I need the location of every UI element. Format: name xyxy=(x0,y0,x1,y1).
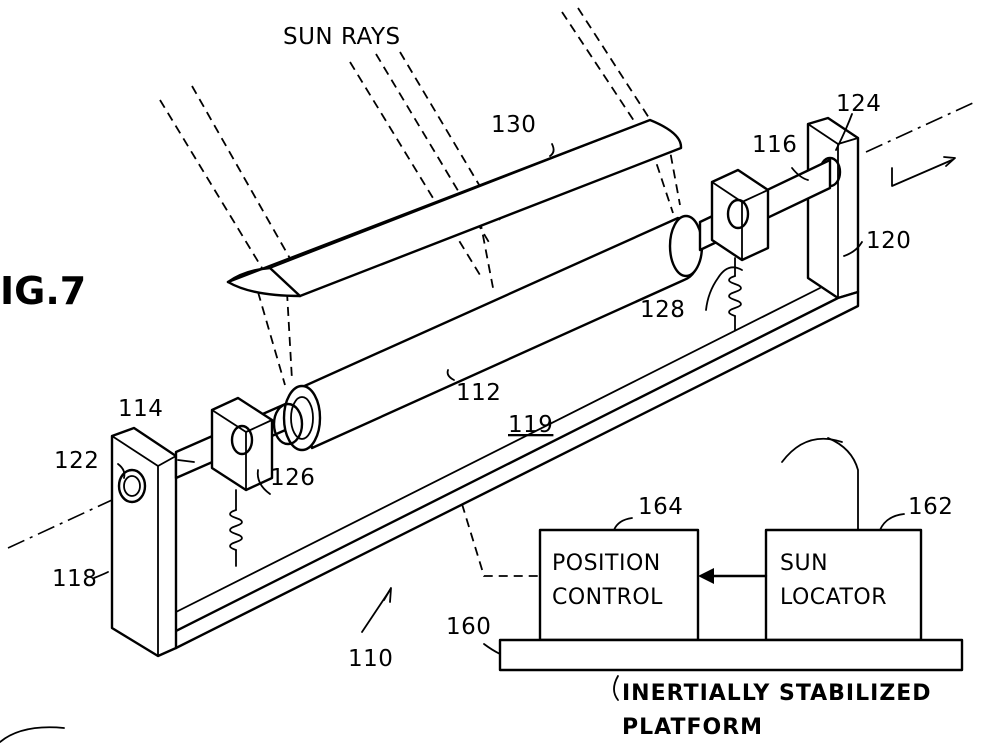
label-120: 120 xyxy=(866,228,911,254)
label-119: 119 xyxy=(508,412,553,438)
label-160: 160 xyxy=(446,614,491,640)
label-110: 110 xyxy=(348,646,393,672)
platform-line2: PLATFORM xyxy=(622,715,763,740)
control-system xyxy=(461,437,964,701)
receiver-assembly xyxy=(174,158,832,492)
label-124: 124 xyxy=(836,91,881,117)
label-118: 118 xyxy=(52,566,97,592)
label-112: 112 xyxy=(456,380,501,406)
sun-rays xyxy=(159,7,681,386)
spring-left xyxy=(229,489,243,567)
sun-locator-line1: SUN xyxy=(780,551,828,576)
sun-locator-line2: LOCATOR xyxy=(780,585,887,610)
label-130: 130 xyxy=(491,112,536,138)
leader-lines xyxy=(93,113,863,633)
figure-label: IG.7 xyxy=(0,269,86,313)
label-126: 126 xyxy=(270,465,315,491)
platform-line1: INERTIALLY STABILIZED xyxy=(622,681,932,706)
label-122: 122 xyxy=(54,448,99,474)
label-128: 128 xyxy=(640,297,685,323)
position-control-line1: POSITION xyxy=(552,551,661,576)
page-edge-arc xyxy=(0,726,65,743)
label-162: 162 xyxy=(908,494,953,520)
rotation-axis xyxy=(7,101,976,549)
label-164: 164 xyxy=(638,494,683,520)
position-control-line2: CONTROL xyxy=(552,585,663,610)
frame-119 xyxy=(110,116,860,658)
reflector-130 xyxy=(226,118,683,298)
label-114: 114 xyxy=(118,396,163,422)
label-sun-rays: SUN RAYS xyxy=(283,24,401,50)
label-116: 116 xyxy=(752,132,797,158)
